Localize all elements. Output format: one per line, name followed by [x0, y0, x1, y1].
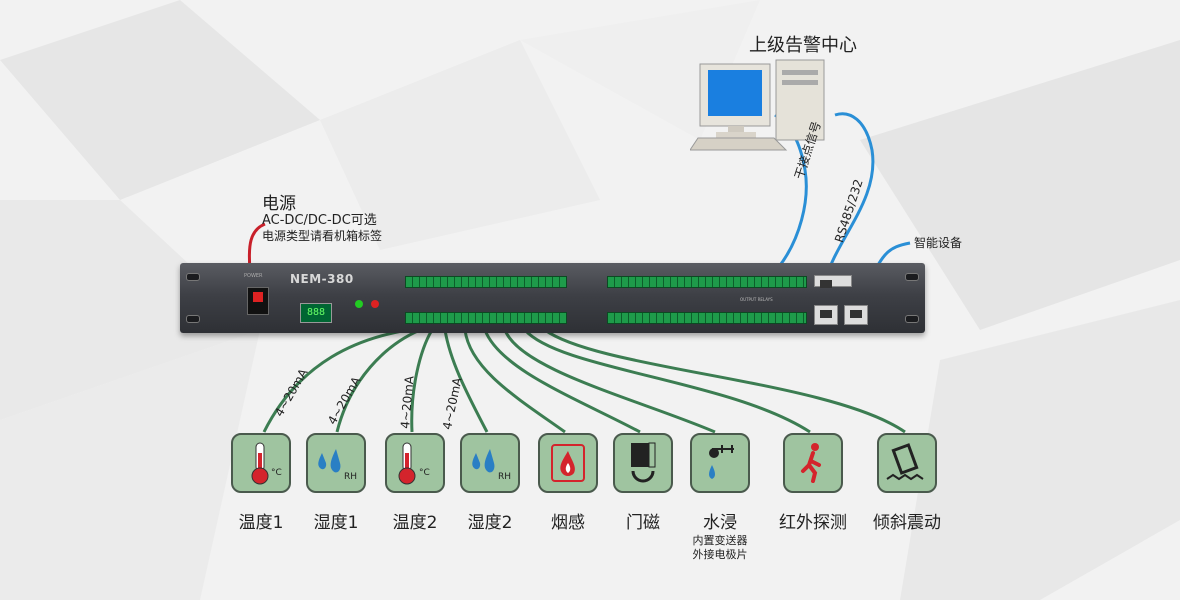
sensor-label-ir: 红外探测: [779, 513, 847, 533]
input-terminal-bottom: [405, 312, 567, 324]
computer-icon: [690, 59, 825, 151]
door-magnet-icon: [613, 433, 673, 493]
svg-text:°C: °C: [271, 468, 282, 478]
relay-terminal-top: [607, 276, 807, 288]
svg-text:RH: RH: [344, 472, 357, 482]
rack-ear-hole: [186, 273, 200, 281]
power-switch[interactable]: [247, 287, 269, 315]
power-option-text: AC-DC/DC-DC可选: [262, 213, 377, 228]
alarm-center-title: 上级告警中心: [749, 35, 857, 56]
power-switch-label: POWER: [244, 273, 263, 279]
smoke-fire-icon: [538, 433, 598, 493]
tilt-vibration-icon: [877, 433, 937, 493]
thermometer-icon: °C: [231, 433, 291, 493]
sensor-label-temp2: 温度2: [392, 513, 438, 533]
sensor-label-tilt: 倾斜震动: [873, 513, 941, 533]
smart-device-label: 智能设备: [914, 236, 963, 250]
power-title: 电源: [262, 194, 296, 214]
humidity-icon: RH: [306, 433, 366, 493]
alarm-led: [371, 300, 379, 308]
input-terminal-top: [405, 276, 567, 288]
power-type-text: 电源类型请看机箱标签: [262, 229, 383, 243]
water-note-line2: 外接电极片: [692, 548, 748, 561]
aux-port[interactable]: [814, 275, 852, 288]
sensor-label-water: 水浸: [703, 513, 737, 533]
svg-text:°C: °C: [419, 468, 430, 478]
smart-device-port[interactable]: [844, 305, 868, 325]
water-leak-icon: [690, 433, 750, 493]
run-led: [355, 300, 363, 308]
infrared-person-icon: [783, 433, 843, 493]
rack-ear-hole: [905, 315, 919, 323]
sensor-label-hum1: 湿度1: [313, 513, 359, 533]
device-display: 888: [300, 303, 332, 323]
nem380-device: POWER NEM-380 888 OUTPUT RELAYS: [180, 263, 925, 333]
humidity-icon: RH: [460, 433, 520, 493]
device-model: NEM-380: [290, 272, 354, 286]
sensor-label-temp1: 温度1: [238, 513, 284, 533]
svg-text:RH: RH: [498, 472, 511, 482]
water-note-line1: 内置变送器: [692, 534, 748, 547]
thermometer-icon: °C: [385, 433, 445, 493]
relay-terminal-bottom: [607, 312, 807, 324]
sensor-label-hum2: 湿度2: [467, 513, 513, 533]
sensor-label-smoke: 烟感: [551, 513, 585, 533]
output-relays-label: OUTPUT RELAYS: [740, 297, 773, 302]
rack-ear-hole: [186, 315, 200, 323]
sensor-label-door: 门磁: [626, 513, 660, 533]
rack-ear-hole: [905, 273, 919, 281]
rs485-port[interactable]: [814, 305, 838, 325]
